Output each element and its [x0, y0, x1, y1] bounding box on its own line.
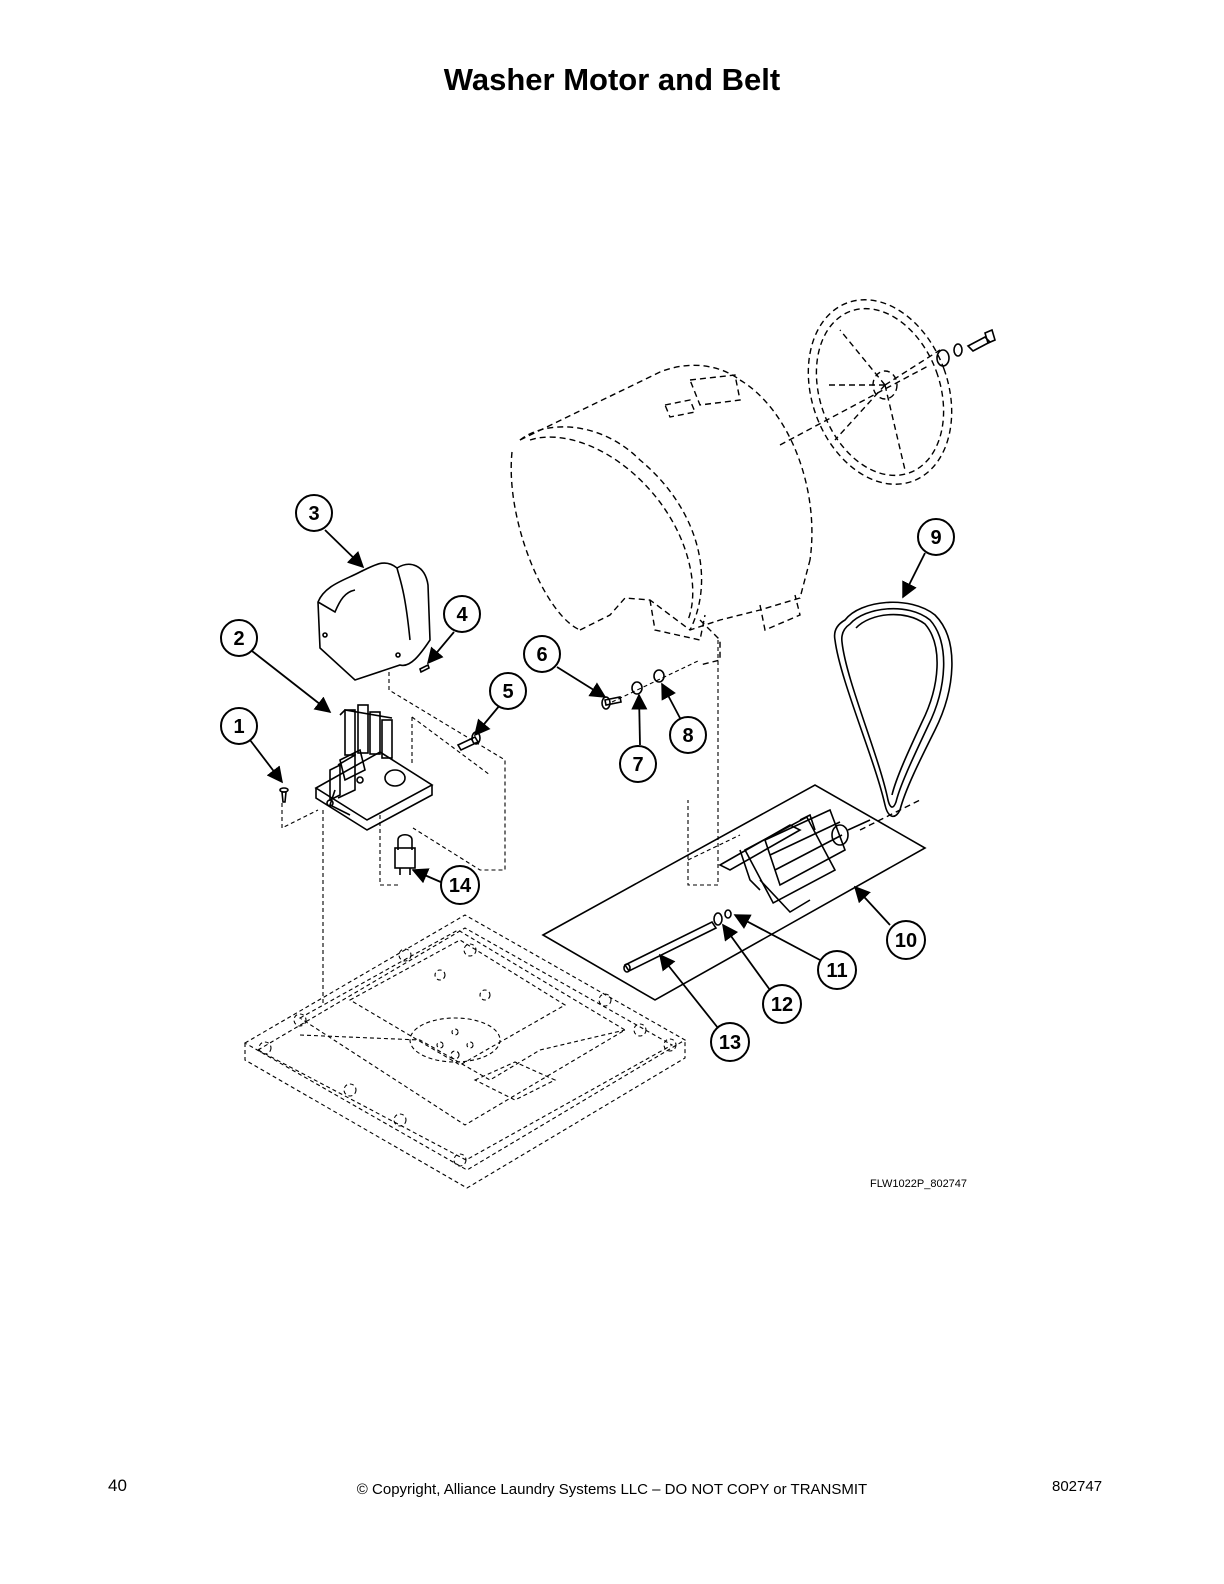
svg-text:13: 13: [719, 1032, 741, 1054]
callout-11: 11: [817, 950, 857, 990]
callout-1: 1: [220, 707, 258, 745]
svg-text:6: 6: [536, 644, 547, 666]
svg-text:12: 12: [771, 994, 793, 1016]
page-number: 40: [108, 1476, 127, 1495]
callout-10: 10: [886, 920, 926, 960]
assembly-lines: [281, 640, 741, 1005]
svg-text:5: 5: [502, 681, 513, 703]
board-mount-screw: [456, 731, 481, 752]
callout-5: 5: [489, 672, 527, 710]
svg-text:10: 10: [895, 930, 917, 952]
svg-text:1: 1: [233, 716, 244, 738]
callout-4: 4: [443, 595, 481, 633]
lock-washer: [653, 669, 665, 683]
board-screw: [279, 787, 289, 803]
document-number: 802747: [1052, 1478, 1103, 1495]
svg-text:11: 11: [826, 960, 847, 982]
callout-13: 13: [710, 1022, 750, 1062]
svg-text:3: 3: [308, 503, 319, 525]
drum-pulley: [779, 299, 953, 485]
callout-3: 3: [295, 494, 333, 532]
svg-text:14: 14: [449, 875, 472, 897]
callout-leaders: [249, 529, 926, 1029]
drawing-code: FLW1022P_802747: [870, 1178, 968, 1190]
base-plate: [243, 914, 687, 1189]
svg-text:7: 7: [632, 754, 643, 776]
tub-bolt: [601, 696, 622, 710]
callout-8: 8: [669, 716, 707, 754]
motor-assembly: [541, 784, 927, 1001]
cover-screw: [419, 663, 430, 674]
board-cover: [317, 562, 431, 681]
motor-shaft-parts: [623, 909, 732, 973]
svg-text:8: 8: [682, 725, 693, 747]
callout-7: 7: [619, 745, 657, 783]
page-title: Washer Motor and Belt: [443, 62, 781, 97]
svg-text:2: 2: [233, 628, 244, 650]
pulley-bolt-and-washers: [936, 328, 996, 367]
callout-2: 2: [220, 619, 258, 657]
wire-connector: [394, 833, 416, 875]
callout-9: 9: [917, 518, 955, 556]
copyright-notice: © Copyright, Alliance Laundry Systems LL…: [356, 1481, 868, 1498]
drive-belt: [833, 601, 953, 818]
outer-tub: [510, 364, 813, 666]
callout-14: 14: [440, 865, 480, 905]
control-board: [314, 704, 434, 831]
svg-text:9: 9: [930, 527, 941, 549]
callout-6: 6: [523, 635, 561, 673]
svg-text:4: 4: [456, 604, 468, 626]
callout-12: 12: [762, 984, 802, 1024]
